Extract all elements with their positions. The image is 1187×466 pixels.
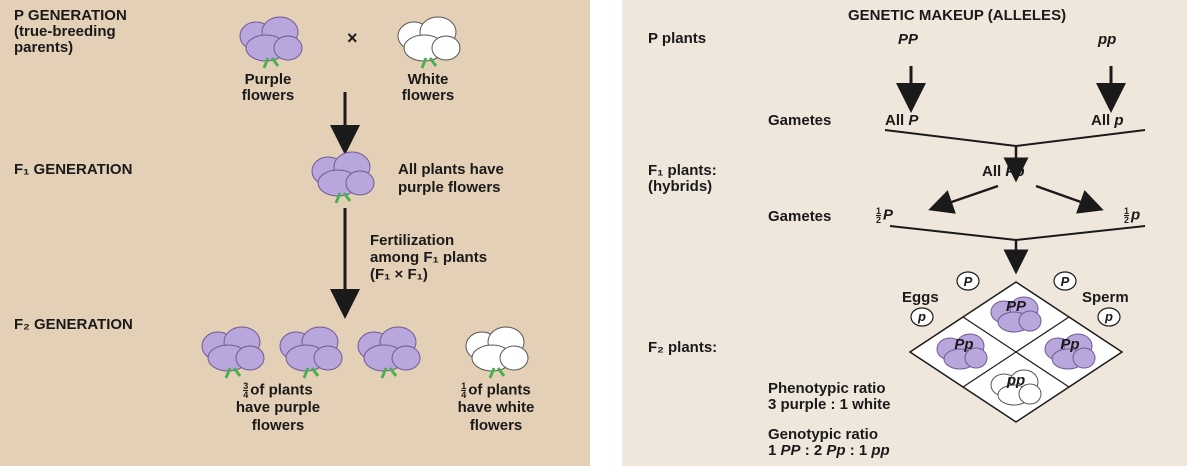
genotypic-ratio-title: Genotypic ratio: [768, 427, 878, 443]
all-p-recessive: All p: [1091, 113, 1124, 129]
right-graphics: PP Pp Pp pp P p P p: [622, 0, 1187, 466]
phenotypic-ratio-value: 3 purple : 1 white: [768, 397, 891, 413]
left-graphics: [0, 0, 590, 466]
white-flower-icon: [398, 17, 460, 68]
allele: p: [1114, 112, 1123, 129]
arrow-to-half-rec: [1036, 186, 1092, 206]
pp-dominant: PP: [898, 32, 918, 48]
merge-lines-gametes: [885, 130, 1145, 146]
f2-white-flower-icon: [466, 327, 528, 378]
p-plants-label: P plants: [648, 31, 706, 47]
allele: Pp: [1005, 163, 1024, 180]
merge-lines-f1-gametes: [890, 226, 1145, 240]
sperm-label: Sperm: [1082, 290, 1129, 306]
sperm-allele-P: P: [1054, 272, 1076, 290]
egg-allele-P: P: [957, 272, 979, 290]
ratio-genotype: PP: [781, 442, 801, 459]
cell-top-genotype: PP: [1006, 298, 1027, 315]
genotypic-ratio-value: 1 PP : 2 Pp : 1 pp: [768, 443, 890, 459]
f1-plants-label-1: F₁ plants:: [648, 163, 717, 179]
f2-purple-flower-icon-3: [358, 327, 420, 378]
sperm-allele-p: p: [1098, 308, 1120, 326]
gametes-label-2: Gametes: [768, 209, 831, 225]
cell-left-genotype: Pp: [954, 336, 973, 353]
svg-text:p: p: [917, 309, 926, 324]
monohybrid-cross-panel: P GENERATION (true-breeding parents) × P…: [0, 0, 590, 466]
all-prefix: All: [885, 112, 908, 129]
allele: P: [883, 206, 893, 223]
eggs-label: Eggs: [902, 290, 939, 306]
cell-bottom-genotype: pp: [1006, 372, 1025, 389]
f1-plants-label-2: (hybrids): [648, 179, 712, 195]
all-prefix: All: [1091, 112, 1114, 129]
ratio-part: : 2: [801, 442, 827, 459]
f2-purple-flower-icon-1: [202, 327, 264, 378]
genetic-makeup-panel: PP Pp Pp pp P p P p P plants GENETIC MAK…: [622, 0, 1187, 466]
ratio-part: 1: [768, 442, 781, 459]
egg-allele-p: p: [911, 308, 933, 326]
all-p-dominant: All P: [885, 113, 918, 129]
genetic-makeup-title: GENETIC MAKEUP (ALLELES): [848, 8, 1066, 24]
gametes-label-1: Gametes: [768, 113, 831, 129]
allele: p: [1131, 206, 1140, 223]
allele: P: [908, 112, 918, 129]
pp-recessive: pp: [1098, 32, 1116, 48]
purple-flower-icon: [240, 17, 302, 68]
svg-text:p: p: [1104, 309, 1113, 324]
ratio-genotype: pp: [871, 442, 889, 459]
cell-right-genotype: Pp: [1060, 336, 1079, 353]
all-pp-hybrid: All Pp: [982, 164, 1025, 180]
f2-purple-flower-icon-2: [280, 327, 342, 378]
arrow-to-half-dom: [940, 186, 998, 206]
fraction-denominator: 2: [876, 216, 881, 224]
all-prefix: All: [982, 163, 1005, 180]
ratio-genotype: Pp: [826, 442, 845, 459]
f1-purple-flower-icon: [312, 152, 374, 203]
phenotypic-ratio-title: Phenotypic ratio: [768, 381, 886, 397]
f2-plants-label: F₂ plants:: [648, 340, 717, 356]
ratio-part: : 1: [846, 442, 872, 459]
svg-text:P: P: [964, 274, 973, 289]
fraction-denominator: 2: [1124, 216, 1129, 224]
svg-text:P: P: [1061, 274, 1070, 289]
